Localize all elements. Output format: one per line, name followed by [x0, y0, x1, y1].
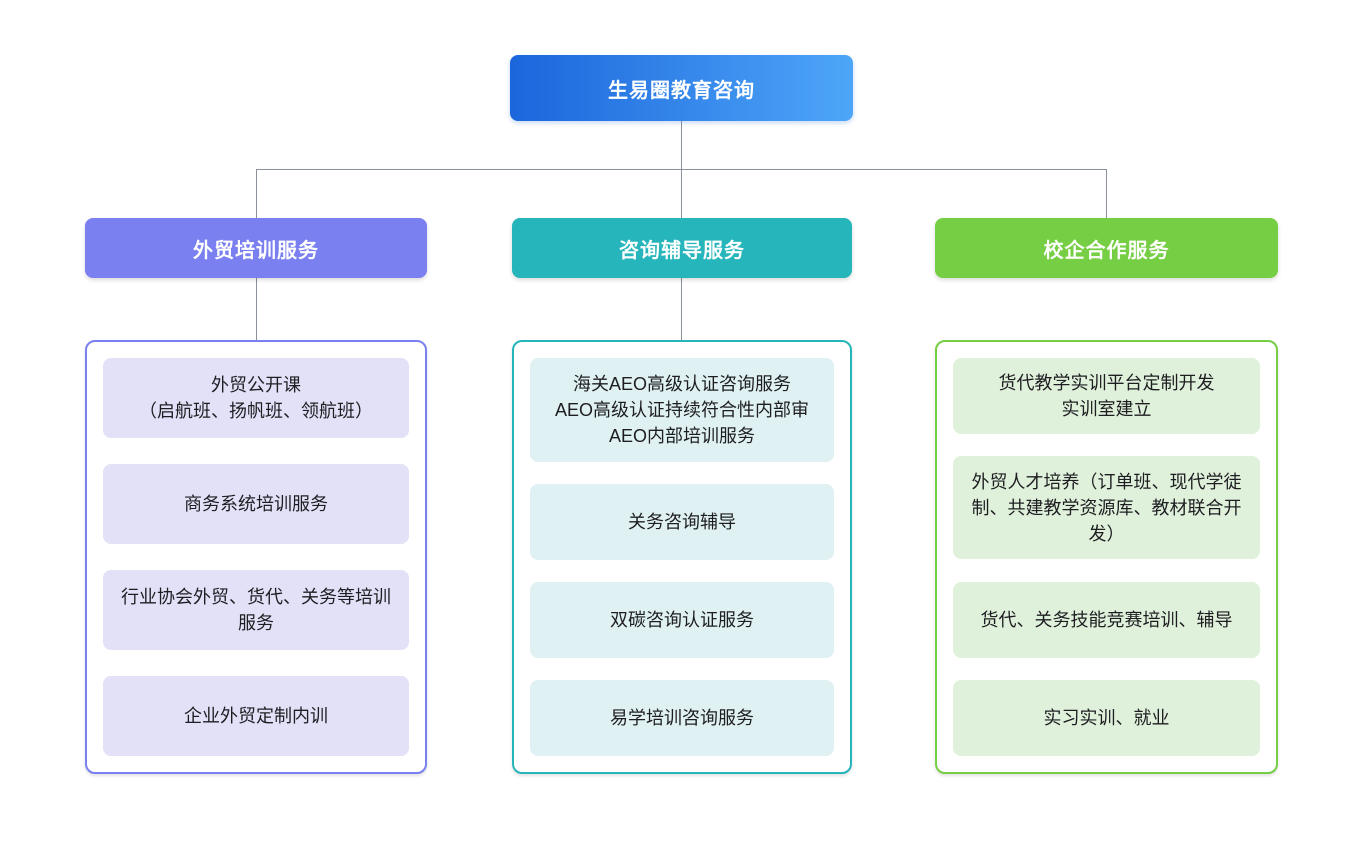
- service-item[interactable]: 双碳咨询认证服务: [530, 582, 834, 658]
- service-item[interactable]: 货代、关务技能竞赛培训、辅导: [953, 581, 1260, 658]
- connector-root-trunk: [681, 121, 682, 169]
- service-item[interactable]: 外贸公开课 （启航班、扬帆班、领航班）: [103, 358, 409, 438]
- branch-header-trade-training[interactable]: 外贸培训服务: [85, 218, 427, 278]
- service-item[interactable]: 货代教学实训平台定制开发 实训室建立: [953, 358, 1260, 434]
- branch-panel-school-enterprise: 货代教学实训平台定制开发 实训室建立 外贸人才培养（订单班、现代学徒制、共建教学…: [935, 340, 1278, 774]
- connector-drop-branch-1: [256, 169, 257, 218]
- connector-drop-branch-3: [1106, 169, 1107, 218]
- connector-branch-1-panel: [256, 278, 257, 340]
- branch-panel-trade-training: 外贸公开课 （启航班、扬帆班、领航班） 商务系统培训服务 行业协会外贸、货代、关…: [85, 340, 427, 774]
- connector-drop-branch-2: [681, 169, 682, 218]
- service-item[interactable]: 实习实训、就业: [953, 679, 1260, 756]
- service-item[interactable]: 外贸人才培养（订单班、现代学徒制、共建教学资源库、教材联合开发）: [953, 456, 1260, 560]
- service-item[interactable]: 关务咨询辅导: [530, 484, 834, 560]
- connector-branch-2-panel: [681, 278, 682, 340]
- service-item[interactable]: 企业外贸定制内训: [103, 676, 409, 756]
- service-item[interactable]: 商务系统培训服务: [103, 464, 409, 544]
- service-item[interactable]: 行业协会外贸、货代、关务等培训服务: [103, 570, 409, 650]
- branch-header-consulting[interactable]: 咨询辅导服务: [512, 218, 852, 278]
- branch-panel-consulting: 海关AEO高级认证咨询服务 AEO高级认证持续符合性内部审 AEO内部培训服务 …: [512, 340, 852, 774]
- root-node[interactable]: 生易圈教育咨询: [510, 55, 853, 121]
- service-item[interactable]: 易学培训咨询服务: [530, 680, 834, 756]
- branch-header-school-enterprise[interactable]: 校企合作服务: [935, 218, 1278, 278]
- service-item[interactable]: 海关AEO高级认证咨询服务 AEO高级认证持续符合性内部审 AEO内部培训服务: [530, 358, 834, 462]
